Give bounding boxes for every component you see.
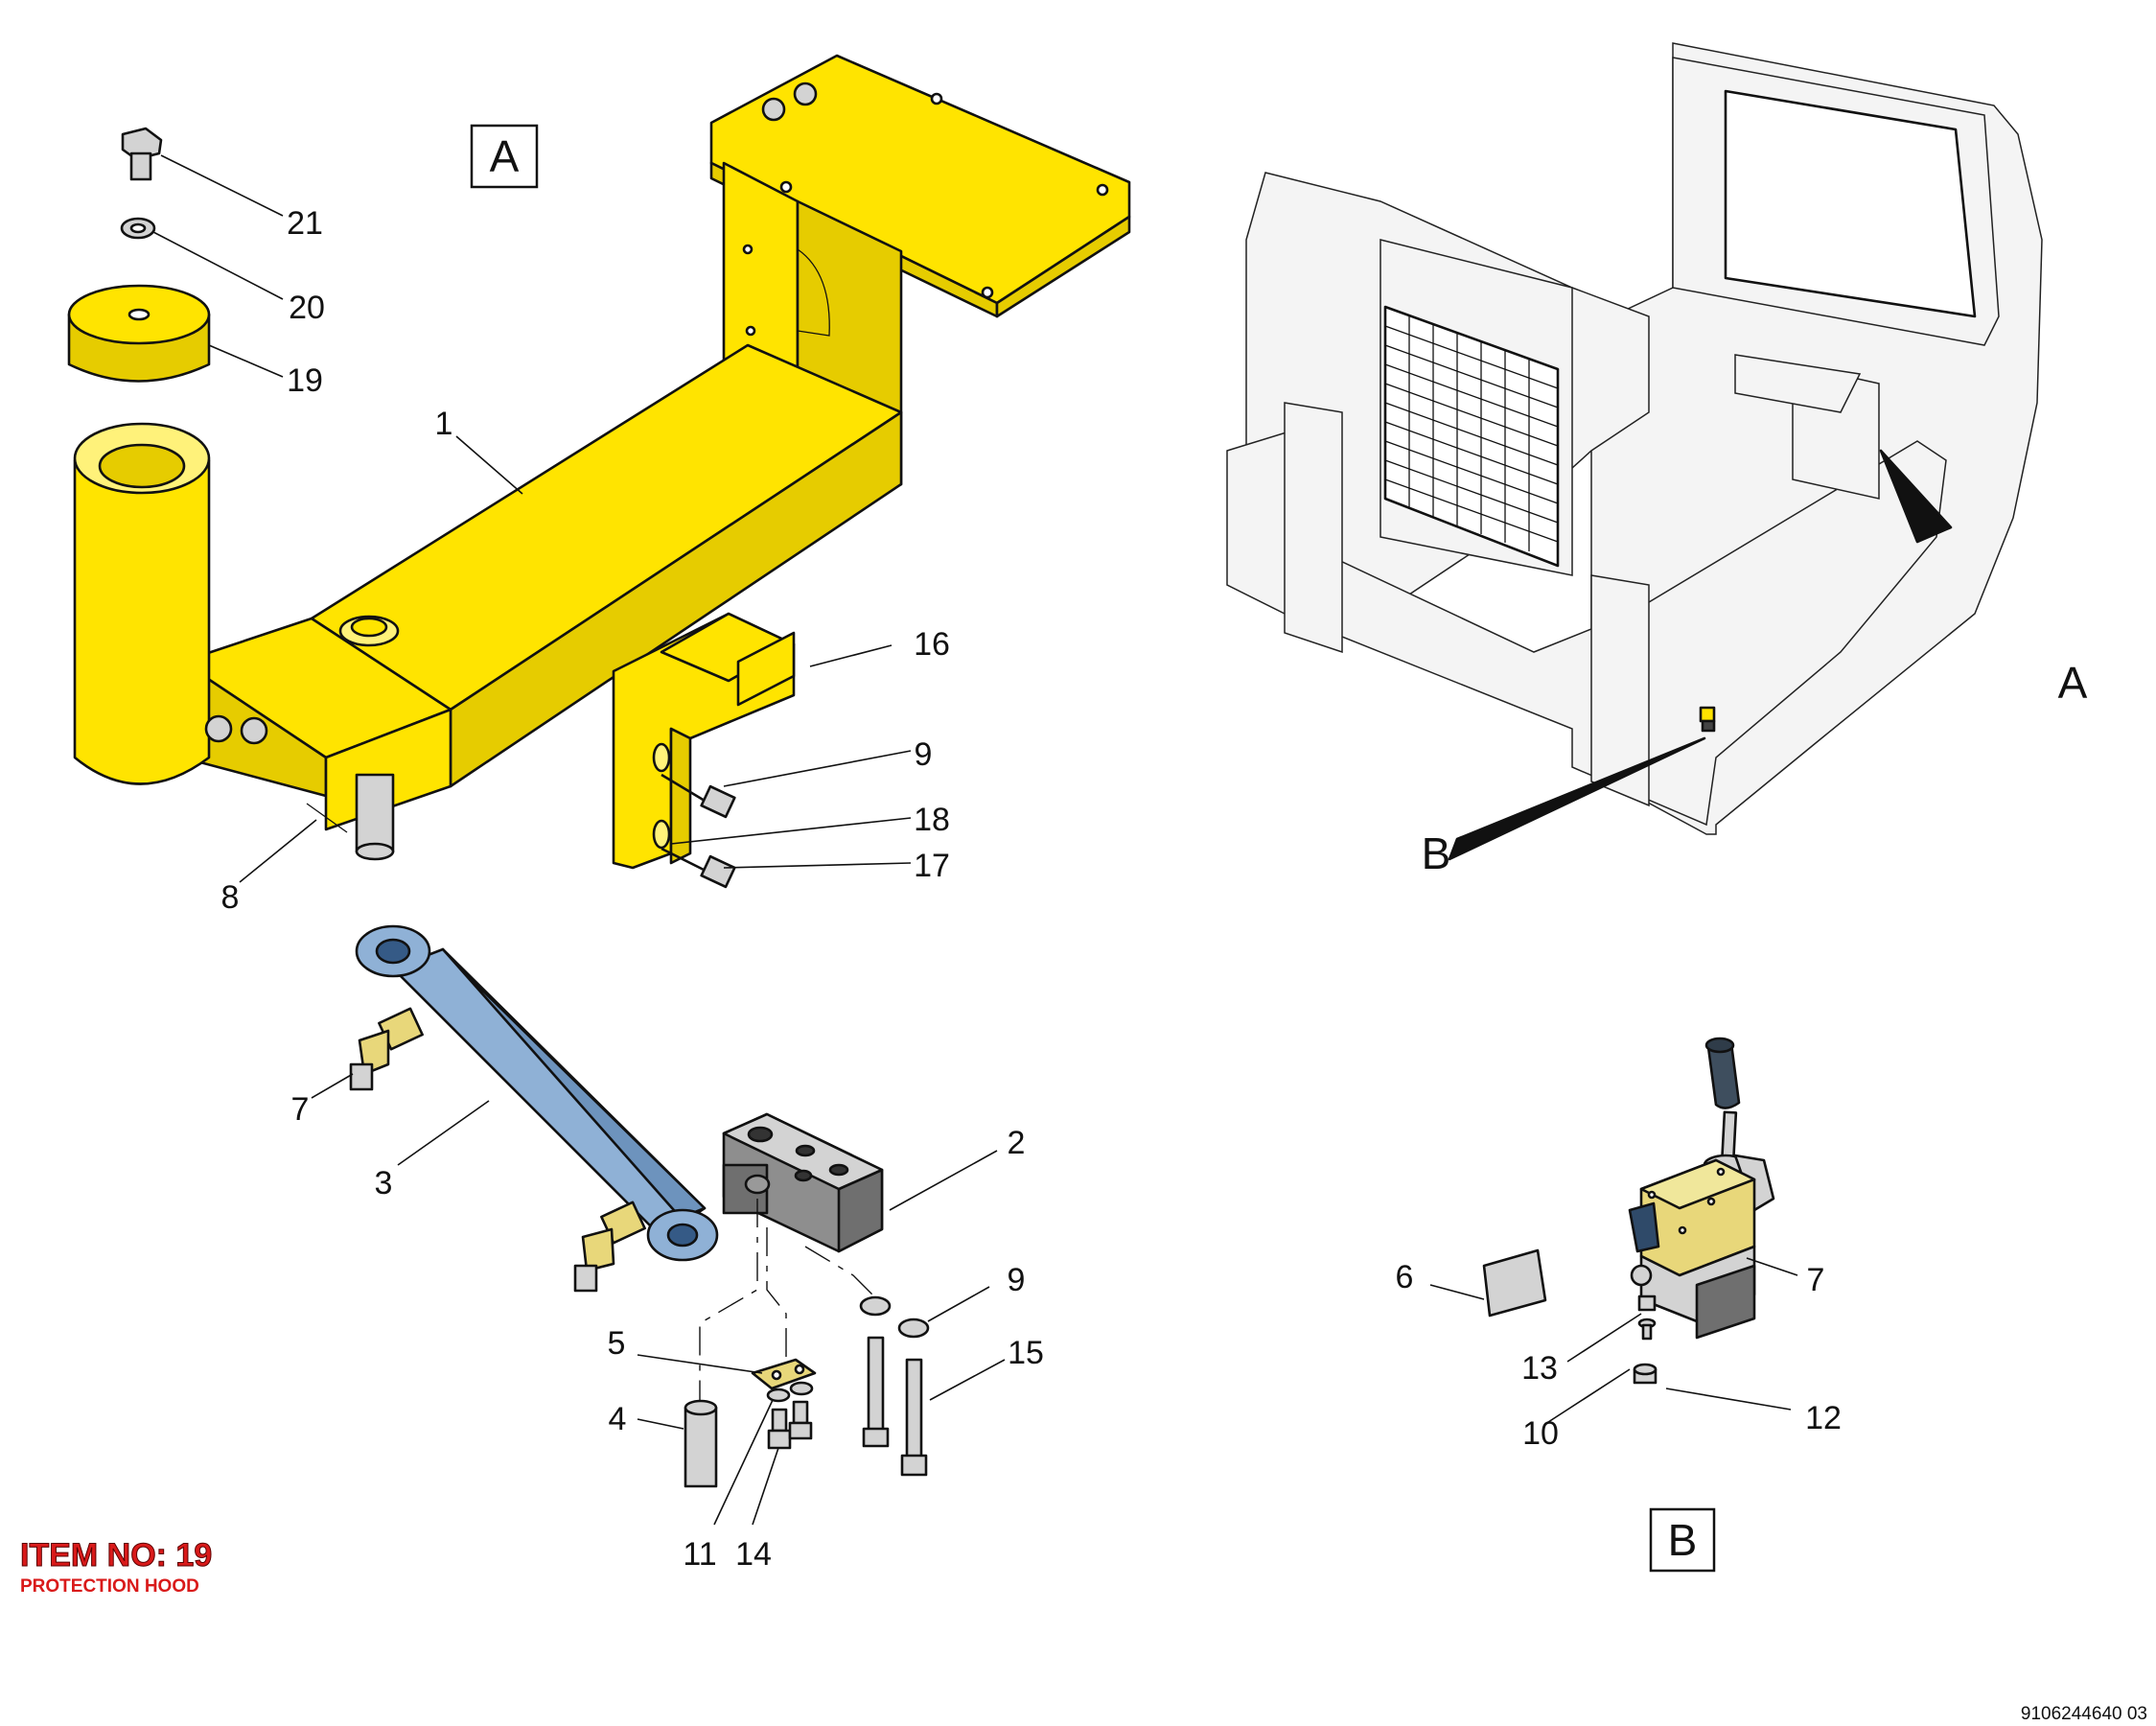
assembly-line xyxy=(699,1199,758,1410)
callout-9: 9 xyxy=(915,736,933,773)
control-valve-7 xyxy=(1628,1037,1775,1385)
view-a-label: A xyxy=(490,131,520,181)
view-b-label: B xyxy=(1668,1515,1698,1565)
pointer-b-label: B xyxy=(1422,828,1451,878)
washers-11 xyxy=(766,1381,814,1403)
callout-7b: 7 xyxy=(1807,1262,1825,1298)
callout-15: 15 xyxy=(1008,1335,1044,1371)
document-number: 9106244640 03 xyxy=(2021,1704,2147,1724)
callout-21: 21 xyxy=(287,205,323,242)
washer-20 xyxy=(120,217,156,240)
hydraulic-cylinder-3 xyxy=(349,924,719,1293)
callout-13: 13 xyxy=(1521,1350,1558,1387)
item-title: ITEM NO: 19 xyxy=(20,1537,212,1574)
pin-4 xyxy=(684,1399,718,1488)
callout-17: 17 xyxy=(914,848,950,884)
bolt-21 xyxy=(121,127,163,181)
callout-16: 16 xyxy=(914,626,950,663)
callout-5: 5 xyxy=(608,1325,626,1362)
bolts-14 xyxy=(767,1400,813,1450)
callout-8: 8 xyxy=(221,879,240,916)
callout-2: 2 xyxy=(1008,1125,1026,1161)
pointer-b xyxy=(1448,736,1706,861)
callout-14: 14 xyxy=(735,1536,772,1573)
callout-11: 11 xyxy=(683,1536,716,1573)
callout-10: 10 xyxy=(1522,1415,1559,1452)
view-b-label-box: B xyxy=(1649,1507,1716,1573)
callout-9b: 9 xyxy=(1008,1262,1026,1298)
assembly-line xyxy=(804,1246,873,1295)
callout-12: 12 xyxy=(1805,1400,1842,1436)
bracket-2 xyxy=(722,1112,884,1253)
protection-hood-19 xyxy=(67,284,211,383)
leader-lines xyxy=(152,154,1798,1526)
callout-19: 19 xyxy=(287,362,323,399)
swing-arm-assembly xyxy=(73,54,1131,889)
item-note: ITEM NO: 19 PROTECTION HOOD xyxy=(20,1537,213,1598)
pointer-a xyxy=(1879,449,1953,544)
item-subtitle: PROTECTION HOOD xyxy=(20,1576,199,1597)
washer-9 xyxy=(859,1295,930,1339)
callout-7a: 7 xyxy=(291,1091,310,1128)
bolts-15 xyxy=(862,1336,928,1477)
callout-4: 4 xyxy=(609,1401,627,1437)
plate-5 xyxy=(751,1358,817,1390)
view-a-label-box: A xyxy=(470,124,539,189)
callout-20: 20 xyxy=(289,290,325,326)
callout-1: 1 xyxy=(435,406,453,442)
callout-6: 6 xyxy=(1396,1259,1414,1295)
pointer-a-label: A xyxy=(2058,658,2088,708)
callout-3: 3 xyxy=(375,1165,393,1201)
callout-numbers: 21 20 19 1 16 9 18 17 8 7 3 2 9 5 15 4 1… xyxy=(221,205,1842,1573)
machine-frame-overview xyxy=(1226,42,2043,861)
label-plate-6 xyxy=(1482,1248,1547,1318)
assembly-line xyxy=(766,1227,787,1362)
callout-18: 18 xyxy=(914,802,950,838)
